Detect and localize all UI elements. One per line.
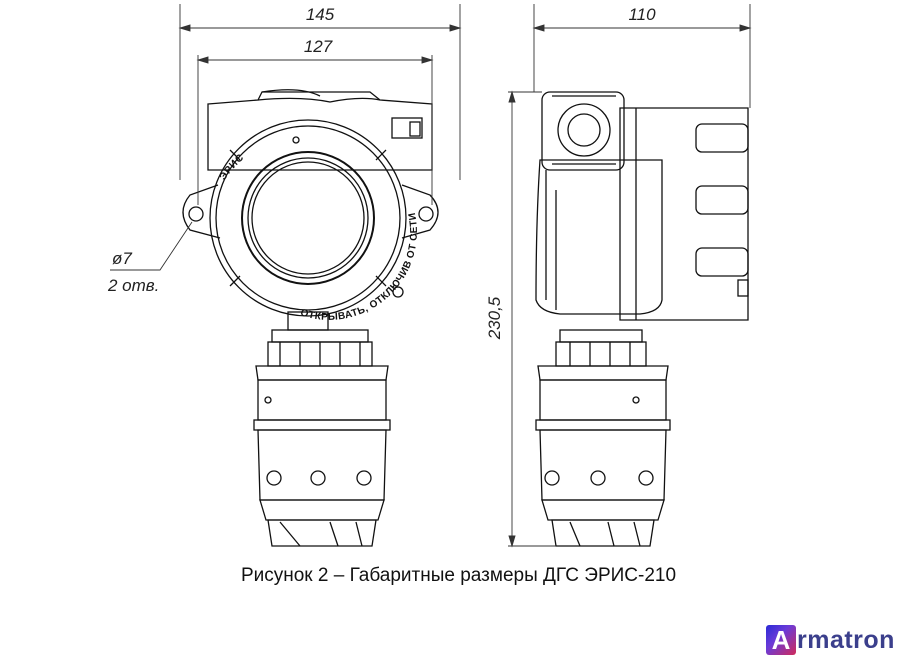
dimension-lines — [110, 4, 752, 548]
dim-127-label: 127 — [304, 37, 333, 56]
dim-hole-diameter-label: ø7 — [112, 249, 132, 268]
mounting-hole-right — [418, 206, 434, 222]
mounting-hole-left — [188, 206, 204, 222]
logo-text: rmatron — [797, 625, 895, 654]
dim-145-label: 145 — [306, 5, 335, 24]
ring-warning-text: ОТКРЫВАТЬ, ОТКЛЮЧИВ ОТ СЕТИ — [299, 211, 420, 323]
dim-110-label: 110 — [628, 5, 656, 24]
front-view — [182, 89, 439, 547]
armatron-logo: A rmatron — [766, 623, 895, 657]
side-view — [535, 91, 749, 547]
logo-badge: A — [766, 625, 796, 655]
dim-height-label: 230,5 — [485, 296, 504, 340]
figure-caption: Рисунок 2 – Габаритные размеры ДГС ЭРИС-… — [240, 565, 677, 586]
dim-hole-count-label: 2 отв. — [107, 276, 159, 295]
